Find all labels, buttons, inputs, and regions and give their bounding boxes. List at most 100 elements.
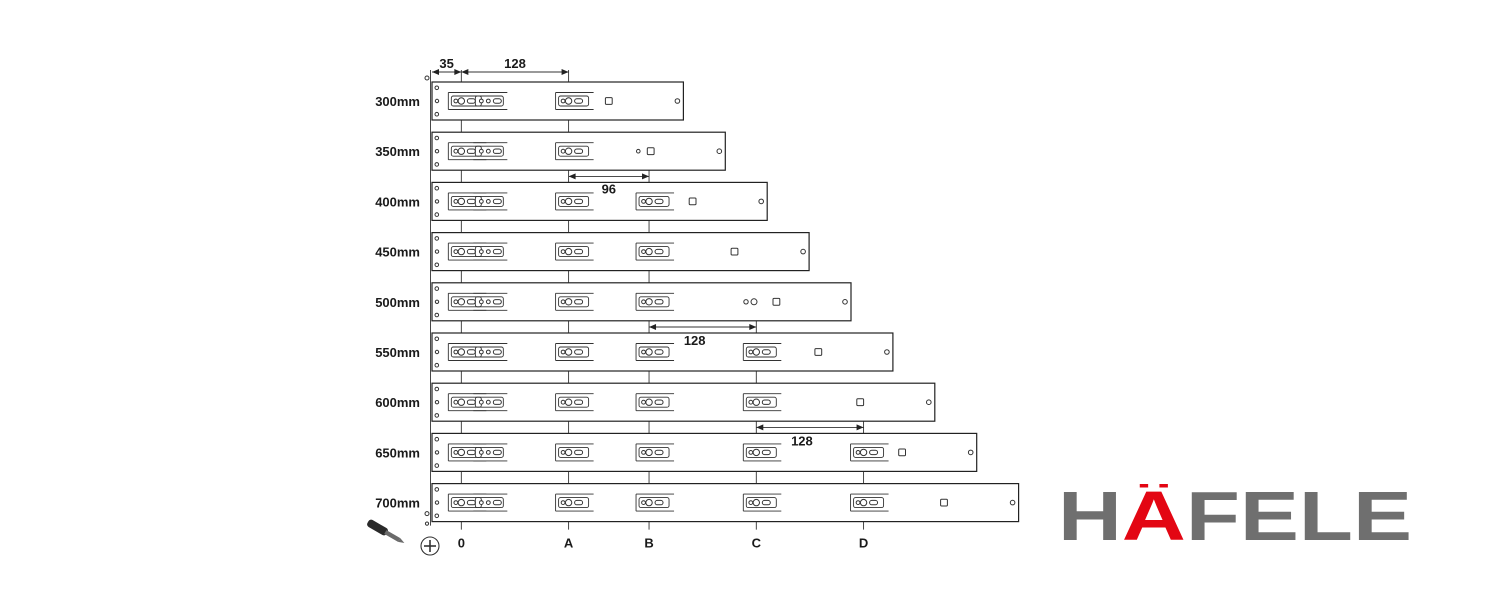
position-label-0: 0	[458, 536, 465, 551]
dimension-label: 128	[684, 333, 706, 348]
flange-hole	[434, 149, 440, 154]
flange-hole	[434, 212, 440, 217]
position-label-C: C	[752, 536, 762, 551]
slot-bracket	[555, 493, 594, 512]
flange-hole	[434, 513, 440, 519]
slot-bracket-front	[473, 142, 508, 161]
slot-bracket	[635, 192, 675, 211]
logo-accent-letter: Ä	[1122, 484, 1186, 542]
reference-hole	[424, 511, 430, 517]
rear-hole	[743, 299, 749, 305]
runner-rail-500: 500mm	[375, 282, 852, 322]
rear-square-hole	[856, 398, 865, 407]
slot-bracket-front	[473, 393, 508, 412]
position-label-A: A	[564, 536, 574, 551]
flange-hole	[434, 236, 440, 241]
slot-bracket	[555, 343, 594, 361]
slot-bracket	[555, 393, 594, 412]
runner-rail-450: 450mm	[375, 232, 810, 272]
flange-hole	[434, 362, 440, 368]
dimension-96: 96	[568, 173, 650, 196]
rear-end-hole	[758, 198, 765, 205]
rear-hole	[750, 298, 758, 306]
slot-bracket	[555, 142, 594, 161]
rail-size-label: 500mm	[375, 295, 420, 310]
slot-bracket	[555, 292, 594, 311]
flange-hole	[434, 463, 440, 468]
dimension-label: 96	[602, 181, 616, 196]
dimension-label: 128	[504, 56, 526, 71]
slot-bracket	[742, 343, 782, 361]
rear-square-hole	[604, 97, 613, 105]
runner-rail-600: 600mm	[375, 382, 936, 422]
slot-bracket	[555, 92, 594, 110]
rail-body	[431, 81, 684, 121]
rail-size-label: 450mm	[375, 245, 420, 260]
flange-hole	[434, 199, 440, 204]
slot-bracket	[742, 493, 782, 512]
flange-hole	[434, 487, 440, 492]
logo-text-fele: FELE	[1186, 484, 1412, 542]
slot-bracket-front	[473, 343, 508, 361]
flange-hole	[434, 336, 440, 342]
rail-body	[431, 432, 978, 472]
dimension-128: 128	[461, 56, 569, 75]
runner-rail-550: 550mm	[375, 332, 894, 372]
screwdriver-icon	[367, 519, 405, 543]
flange-hole	[434, 386, 440, 392]
phillips-screw-icon	[420, 536, 440, 556]
dimension-annotations: 35 128 96 128 128	[432, 56, 864, 448]
dimension-label: 35	[439, 56, 453, 71]
rail-size-label: 550mm	[375, 345, 420, 360]
rear-square-hole	[688, 197, 697, 206]
rear-hole	[636, 148, 641, 154]
slot-bracket	[635, 493, 675, 512]
dimension-label: 128	[791, 433, 813, 448]
rail-size-label: 700mm	[375, 496, 420, 511]
flange-hole	[434, 85, 440, 91]
dimension-35: 35	[432, 56, 462, 75]
slot-bracket	[635, 393, 675, 412]
slot-bracket	[555, 443, 594, 462]
position-labels: 0 A B C D	[458, 536, 869, 551]
reference-hole	[424, 75, 430, 81]
rear-end-hole	[1009, 499, 1016, 506]
slot-bracket-front	[473, 443, 508, 462]
rear-square-hole	[772, 297, 781, 306]
slot-bracket	[742, 393, 782, 412]
rear-end-hole	[926, 399, 932, 406]
position-label-B: B	[644, 536, 653, 551]
flange-hole	[434, 436, 440, 442]
runner-rail-400: 400mm	[375, 181, 768, 221]
rear-end-hole	[716, 148, 723, 154]
rear-square-hole	[814, 348, 823, 356]
flange-hole	[434, 162, 440, 167]
runner-rail-300: 300mm	[375, 81, 684, 121]
rail-size-label: 350mm	[375, 144, 420, 159]
rear-square-hole	[730, 247, 739, 256]
flange-hole	[434, 413, 440, 418]
slot-bracket	[635, 343, 675, 361]
flange-hole	[434, 111, 440, 117]
slot-bracket	[850, 443, 889, 462]
rear-square-hole	[940, 498, 948, 507]
slot-bracket	[635, 443, 675, 462]
reference-hole	[424, 521, 430, 526]
position-label-D: D	[859, 536, 868, 551]
slot-bracket	[742, 443, 782, 462]
runner-rail-650: 650mm	[375, 432, 978, 472]
flange-hole	[434, 450, 440, 455]
logo-text-h: H	[1058, 484, 1122, 542]
rear-square-hole	[646, 147, 655, 156]
flange-hole	[434, 299, 440, 304]
flange-hole	[434, 262, 440, 268]
rail-body	[431, 483, 1020, 523]
slot-bracket	[447, 343, 487, 361]
flange-hole	[434, 135, 440, 141]
rear-square-hole	[898, 448, 907, 457]
slot-bracket	[635, 242, 675, 261]
flange-hole	[434, 500, 440, 505]
